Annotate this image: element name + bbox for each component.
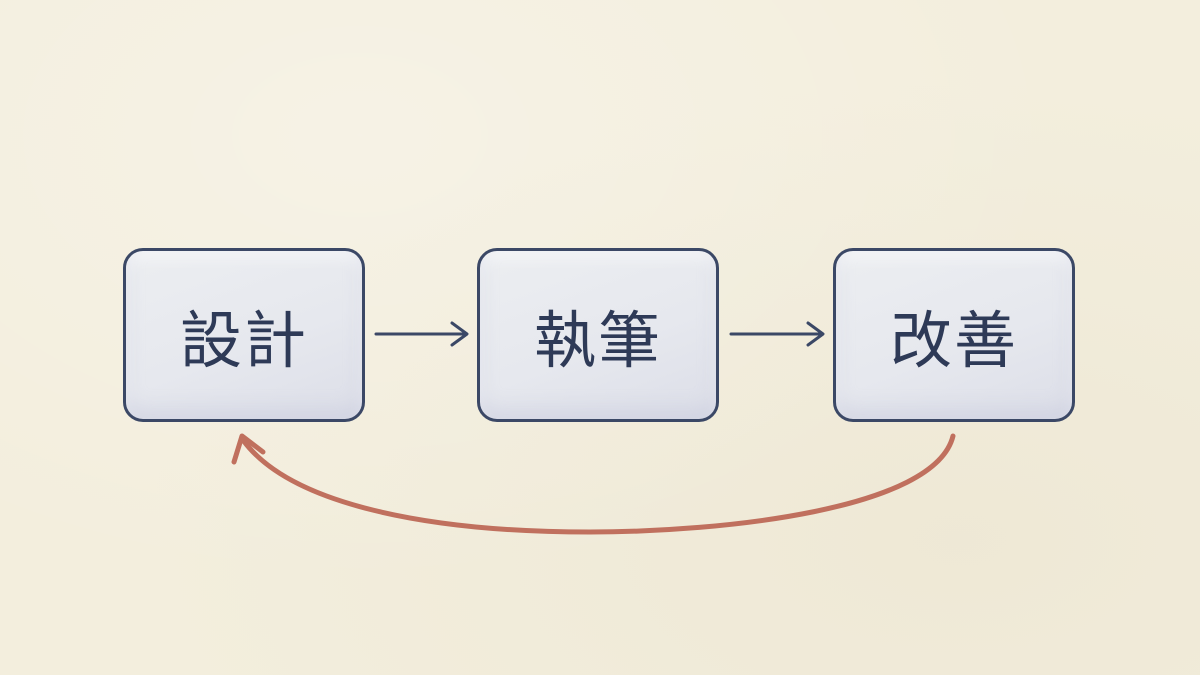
- node-writing-label: 執筆: [533, 304, 662, 377]
- node-improvement-label: 改善: [889, 304, 1018, 377]
- feedback-arrow-improvement-to-design: [231, 433, 956, 535]
- node-improvement: 改善: [833, 248, 1075, 422]
- arrow-writing-to-improvement: [729, 321, 825, 347]
- node-writing: 執筆: [477, 248, 719, 422]
- arrow-design-to-writing: [374, 321, 469, 347]
- node-design-label: 設計: [179, 304, 308, 377]
- node-design: 設計: [123, 248, 365, 422]
